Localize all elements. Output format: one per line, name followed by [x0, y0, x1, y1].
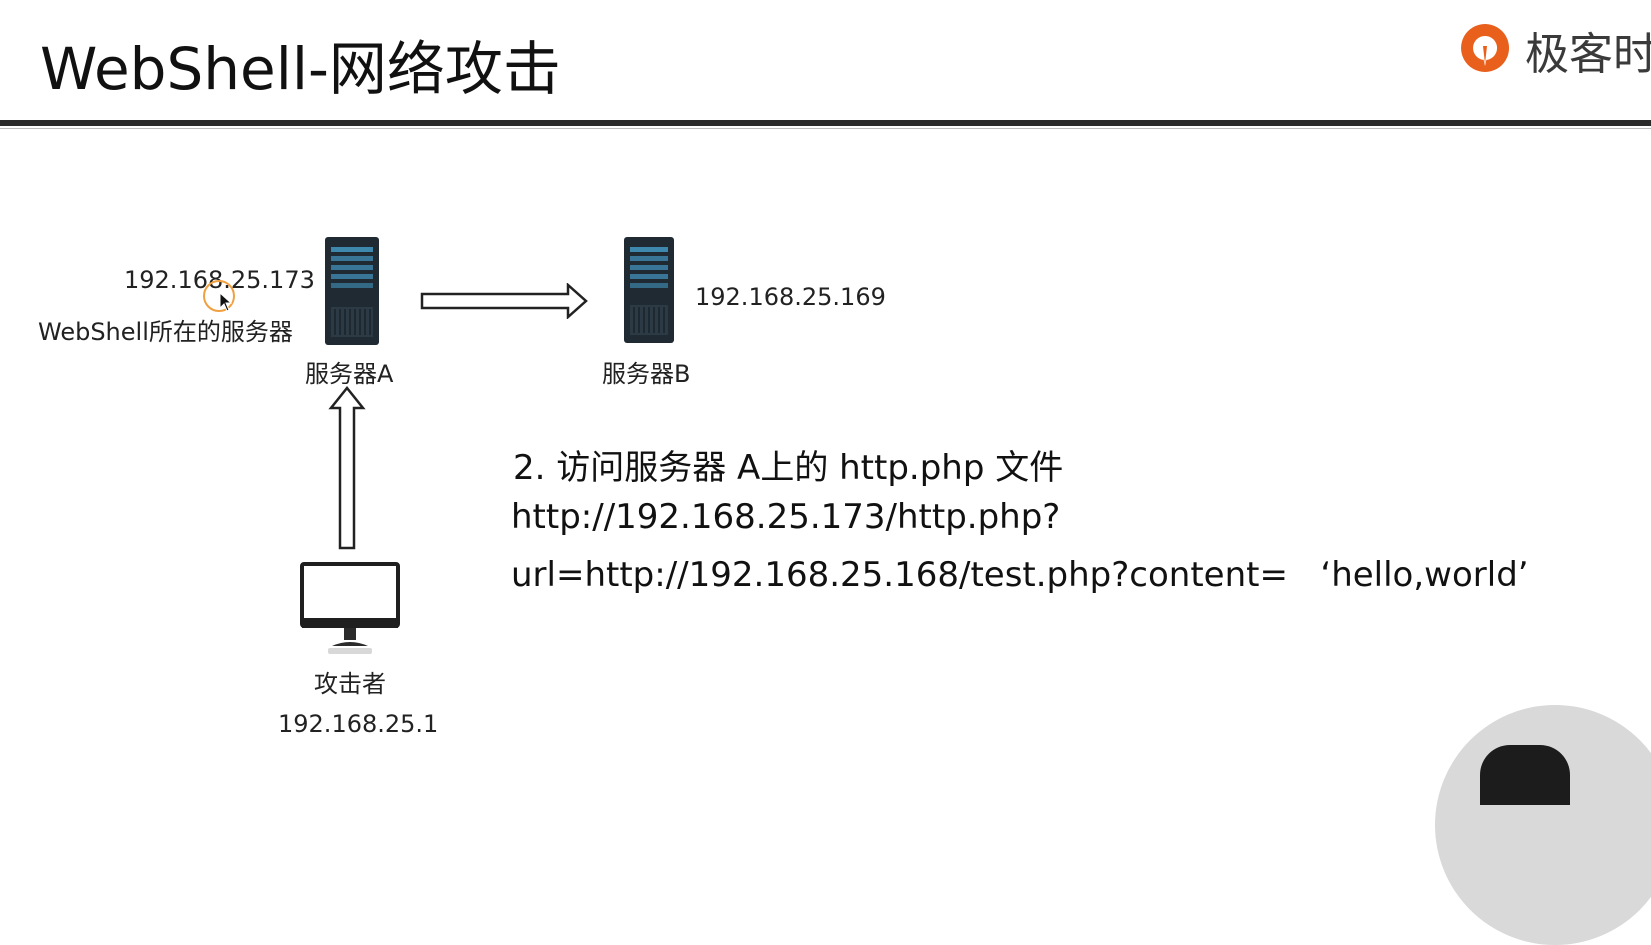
brand-logo-text: 极客时 [1525, 29, 1651, 80]
server-b-ip: 192.168.25.169 [695, 283, 886, 311]
brand-logo-icon [1461, 24, 1510, 72]
server-a-label: 服务器A [305, 360, 394, 388]
url-line-2: url=http://192.168.25.168/test.php?conte… [511, 555, 1529, 595]
brand-logo: 极客时 [1455, 20, 1651, 80]
arrow-attacker-to-a-icon [328, 386, 366, 550]
step-description: 2. 访问服务器 A上的 http.php 文件 [513, 448, 1064, 488]
mouse-cursor-icon [219, 292, 233, 312]
slide-title: WebShell-网络攻击 [40, 35, 561, 103]
attacker-label: 攻击者 [314, 670, 386, 698]
server-b-icon [624, 237, 674, 343]
presenter-webcam [1435, 705, 1651, 945]
cursor-highlight [203, 280, 235, 312]
server-a-icon [325, 237, 379, 345]
attacker-ip: 192.168.25.1 [278, 710, 439, 738]
attacker-computer-icon [300, 562, 400, 654]
url-line-1: http://192.168.25.173/http.php? [511, 497, 1061, 537]
server-b-label: 服务器B [602, 360, 691, 388]
title-divider-thin [0, 128, 1651, 129]
title-bar [0, 0, 1651, 122]
title-divider [0, 120, 1651, 126]
server-a-description: WebShell所在的服务器 [38, 318, 293, 346]
arrow-a-to-b-icon [420, 283, 588, 319]
presenter-figure [1480, 745, 1570, 805]
